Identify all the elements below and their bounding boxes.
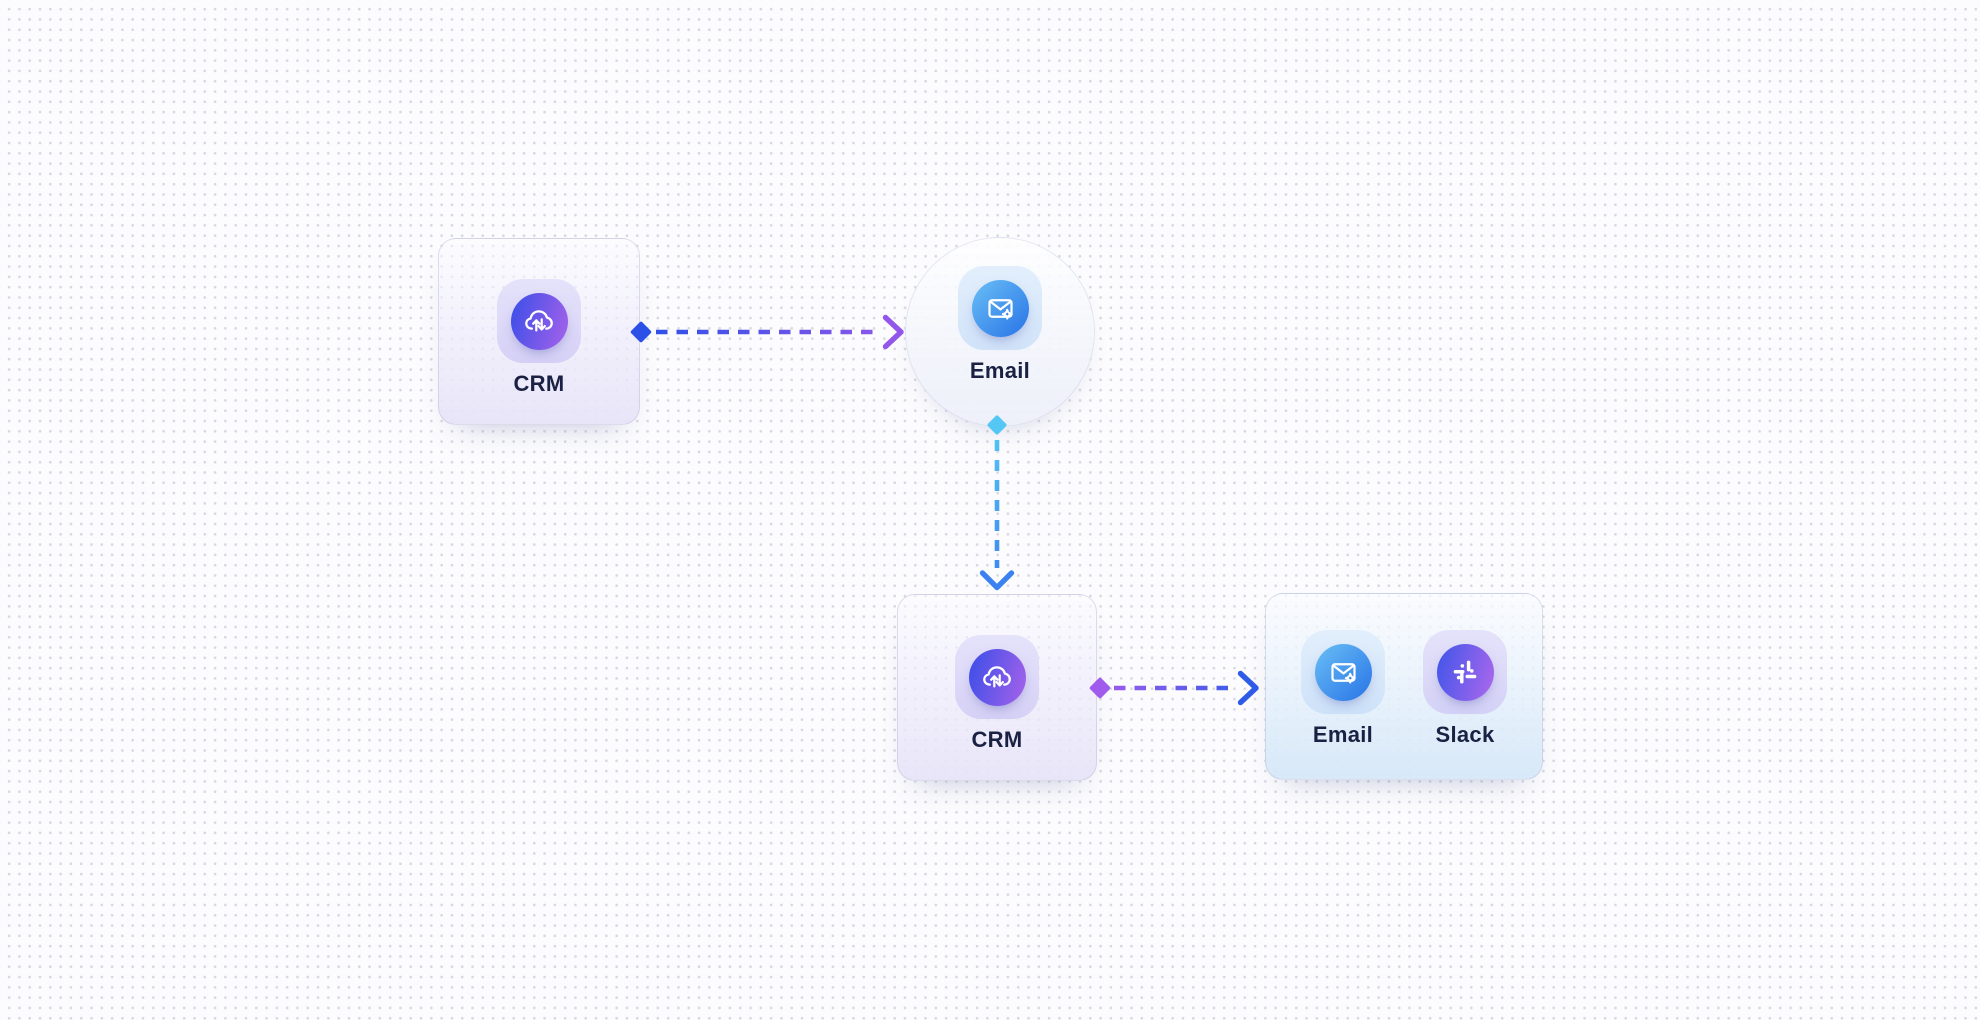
- cloud-sync-icon: [968, 648, 1026, 706]
- arrowhead-icon: [979, 570, 1015, 591]
- edge-email-to-crm[interactable]: [979, 415, 1015, 591]
- node-crm-bottom[interactable]: CRM: [897, 594, 1097, 781]
- node-integrations[interactable]: Email Slack: [1265, 593, 1543, 780]
- slack-icon-tile: [1423, 630, 1507, 714]
- node-label: Email: [969, 358, 1031, 383]
- arrowhead-icon: [1237, 670, 1259, 706]
- slack-icon: [1436, 643, 1494, 701]
- node-crm-top[interactable]: CRM: [438, 238, 640, 425]
- edge-crm-to-email[interactable]: [630, 314, 904, 350]
- node-label: CRM: [513, 371, 565, 396]
- arrowhead-icon: [882, 314, 904, 350]
- crm-icon-tile: [955, 635, 1039, 719]
- cloud-sync-icon: [510, 292, 568, 350]
- email-sparkle-icon: [1314, 643, 1372, 701]
- node-label: Slack: [1435, 722, 1495, 747]
- integration-item-email: Email: [1301, 630, 1385, 748]
- node-email-mid[interactable]: Email: [905, 237, 1095, 427]
- node-label: Email: [1312, 722, 1374, 747]
- crm-icon-tile: [497, 279, 581, 363]
- email-sparkle-icon: [971, 279, 1029, 337]
- edge-crm-to-integrations[interactable]: [1089, 670, 1259, 706]
- node-label: CRM: [971, 727, 1023, 752]
- integration-item-slack: Slack: [1423, 630, 1507, 748]
- email-icon-tile: [958, 266, 1042, 350]
- email-icon-tile: [1301, 630, 1385, 714]
